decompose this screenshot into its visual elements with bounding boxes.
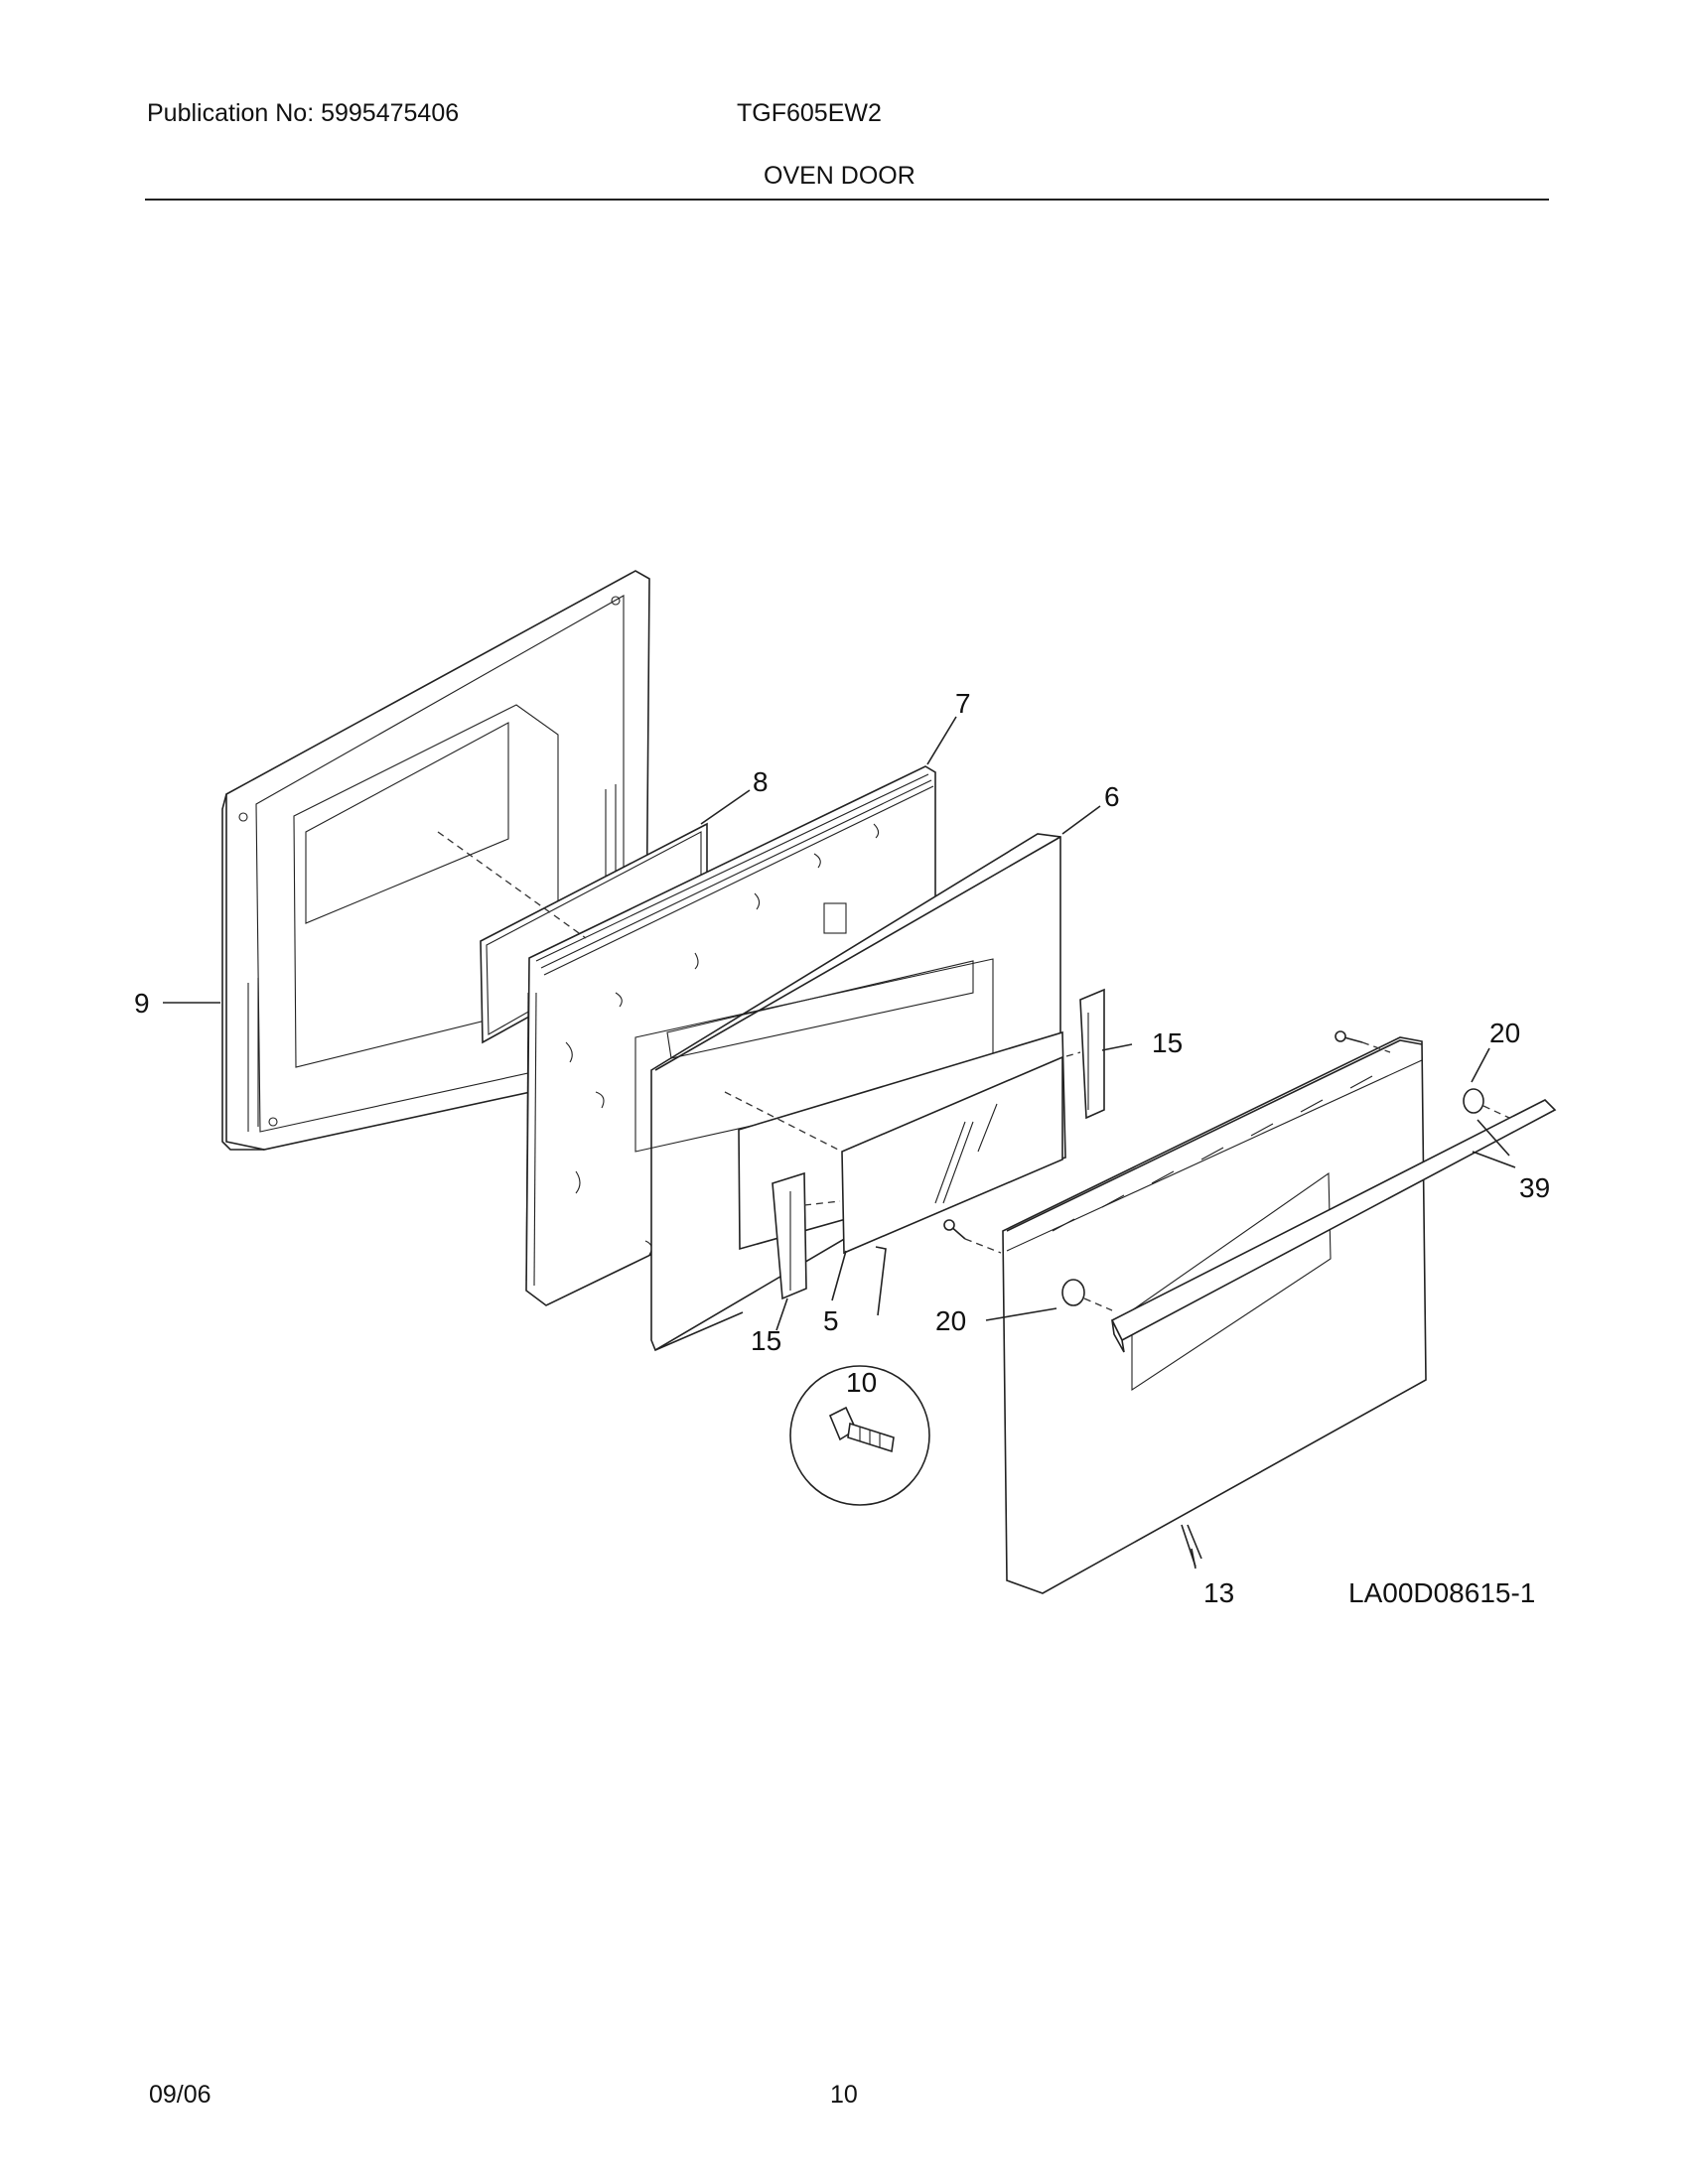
callout-8: 8: [753, 766, 769, 797]
callout-9: 9: [134, 988, 150, 1019]
callout-6: 6: [1104, 781, 1120, 812]
part-15-door-clip-left: [772, 1171, 807, 1300]
footer-page-number: 10: [830, 2081, 858, 2109]
part-20-handle-end-cap-right: [1463, 1088, 1484, 1114]
part-5-inner-glass: [738, 1030, 1066, 1255]
detail-circle-part-10: [789, 1246, 930, 1506]
callout-leaders: [163, 716, 1516, 1568]
part-15-door-clip-right: [1079, 988, 1105, 1120]
callout-20-right: 20: [1489, 1018, 1520, 1048]
callout-15-right: 15: [1152, 1027, 1183, 1058]
callout-13: 13: [1203, 1577, 1234, 1608]
part-13-outer-door-panel: [1002, 1036, 1427, 1594]
screw-icon: [943, 1030, 1363, 1240]
part-20-handle-end-cap-left: [1061, 1279, 1085, 1306]
section-title: OVEN DOOR: [764, 162, 915, 190]
callout-5: 5: [823, 1305, 839, 1336]
callout-20-left: 20: [935, 1305, 966, 1336]
footer-date: 09/06: [149, 2081, 211, 2109]
model-number: TGF605EW2: [737, 99, 882, 127]
drawing-id: LA00D08615-1: [1348, 1577, 1535, 1608]
callout-39: 39: [1519, 1172, 1550, 1203]
part-39-door-handle: [1110, 1099, 1557, 1353]
header-rule: [145, 199, 1549, 201]
assembly-guide-lines: [437, 831, 1510, 1311]
callout-15-left: 15: [751, 1325, 781, 1356]
callout-10: 10: [846, 1367, 877, 1398]
callout-7: 7: [955, 688, 971, 719]
publication-number: Publication No: 5995475406: [147, 99, 460, 127]
